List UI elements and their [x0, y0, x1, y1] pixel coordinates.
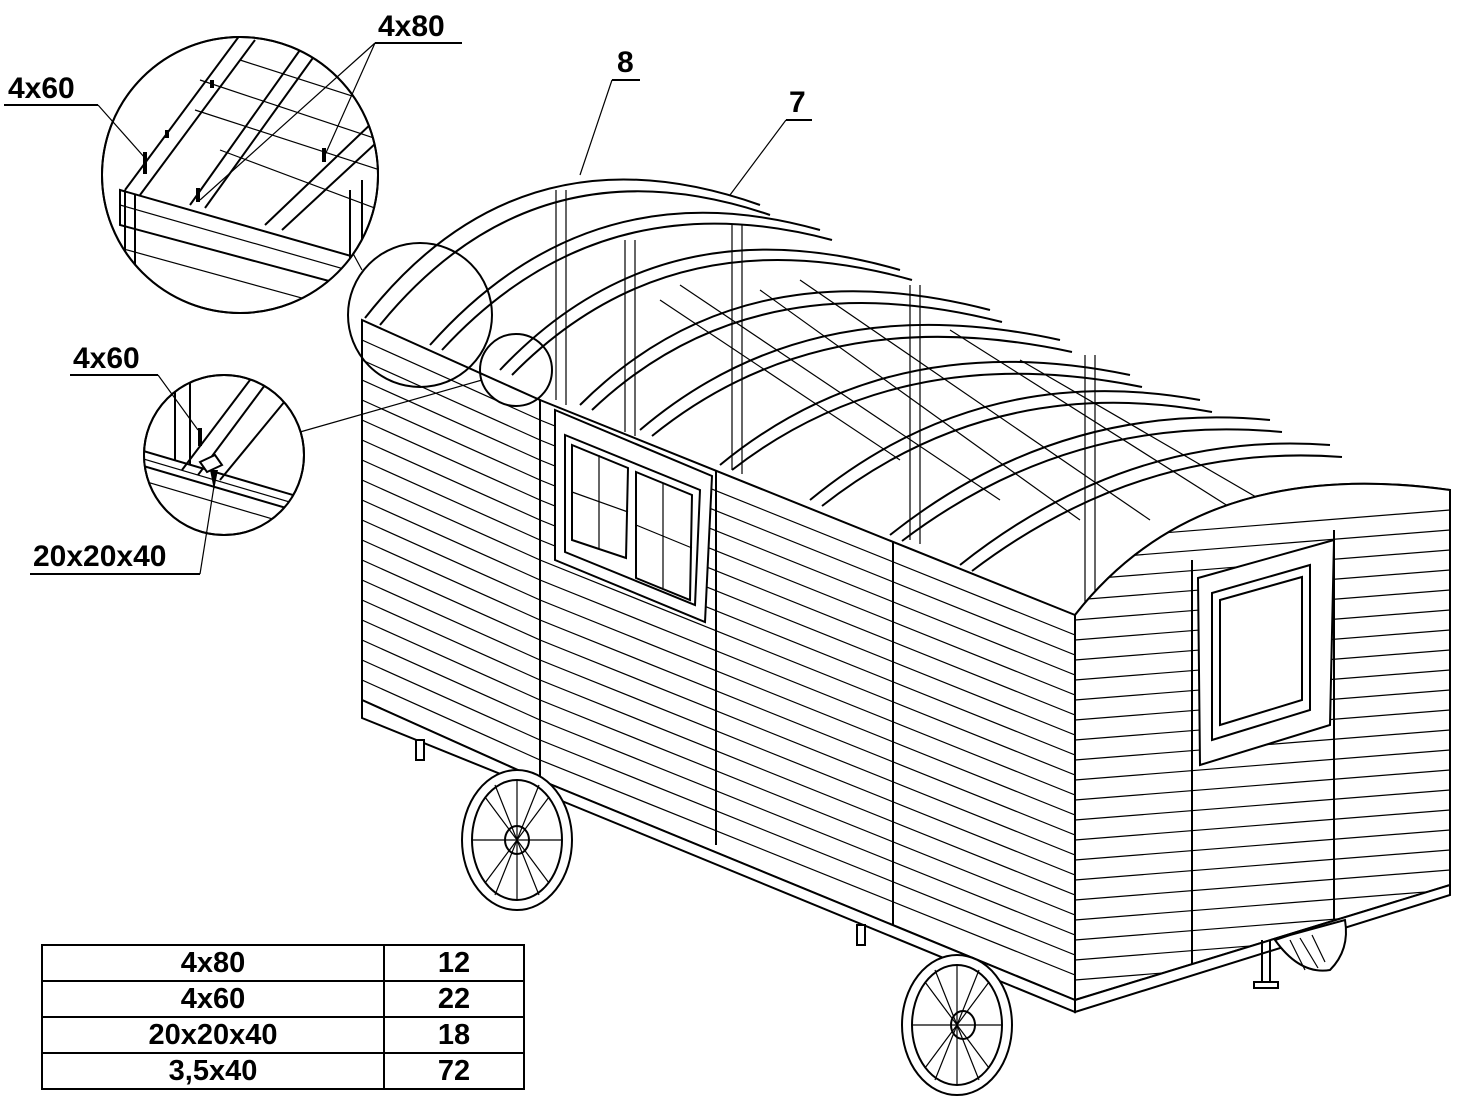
table-row: 4x60 22	[41, 980, 525, 1018]
table-cell-qty: 72	[383, 1052, 525, 1090]
table-cell-size: 20x20x40	[41, 1016, 385, 1054]
roof-ribs	[364, 178, 1451, 616]
interior-studs	[555, 190, 1331, 612]
table-cell-size: 3,5x40	[41, 1052, 385, 1090]
detail-top	[101, 36, 379, 314]
side-window	[554, 408, 714, 624]
table-row: 20x20x40 18	[41, 1016, 525, 1054]
callout-detail-top-left: 4x60	[8, 72, 75, 105]
detail-mid	[143, 374, 305, 536]
callout-detail-top-right: 4x80	[378, 10, 445, 43]
left-wall-siding	[362, 339, 540, 761]
wheel-front-right	[901, 954, 1013, 1096]
table-cell-size: 4x80	[41, 944, 385, 982]
table-cell-qty: 22	[383, 980, 525, 1018]
front-wall-siding	[540, 419, 1075, 976]
back-window	[1196, 538, 1336, 767]
detail-ref-circle-top	[347, 242, 493, 388]
wheel-rear	[1273, 918, 1347, 972]
table-cell-qty: 12	[383, 944, 525, 982]
table-row: 3,5x40 72	[41, 1052, 525, 1090]
table-row: 4x80 12	[41, 944, 525, 982]
wheel-front-left	[461, 769, 573, 911]
callout-part-8: 8	[617, 46, 634, 79]
table-cell-qty: 18	[383, 1016, 525, 1054]
callout-detail-bottom: 20x20x40	[33, 540, 166, 573]
parts-table: 4x80 12 4x60 22 20x20x40 18 3,5x40 72	[41, 944, 525, 1090]
wagon	[361, 178, 1451, 1014]
callout-part-7: 7	[789, 86, 806, 119]
callout-detail-mid: 4x60	[73, 342, 140, 375]
table-cell-size: 4x60	[41, 980, 385, 1018]
detail-ref-circle-mid	[479, 333, 553, 407]
